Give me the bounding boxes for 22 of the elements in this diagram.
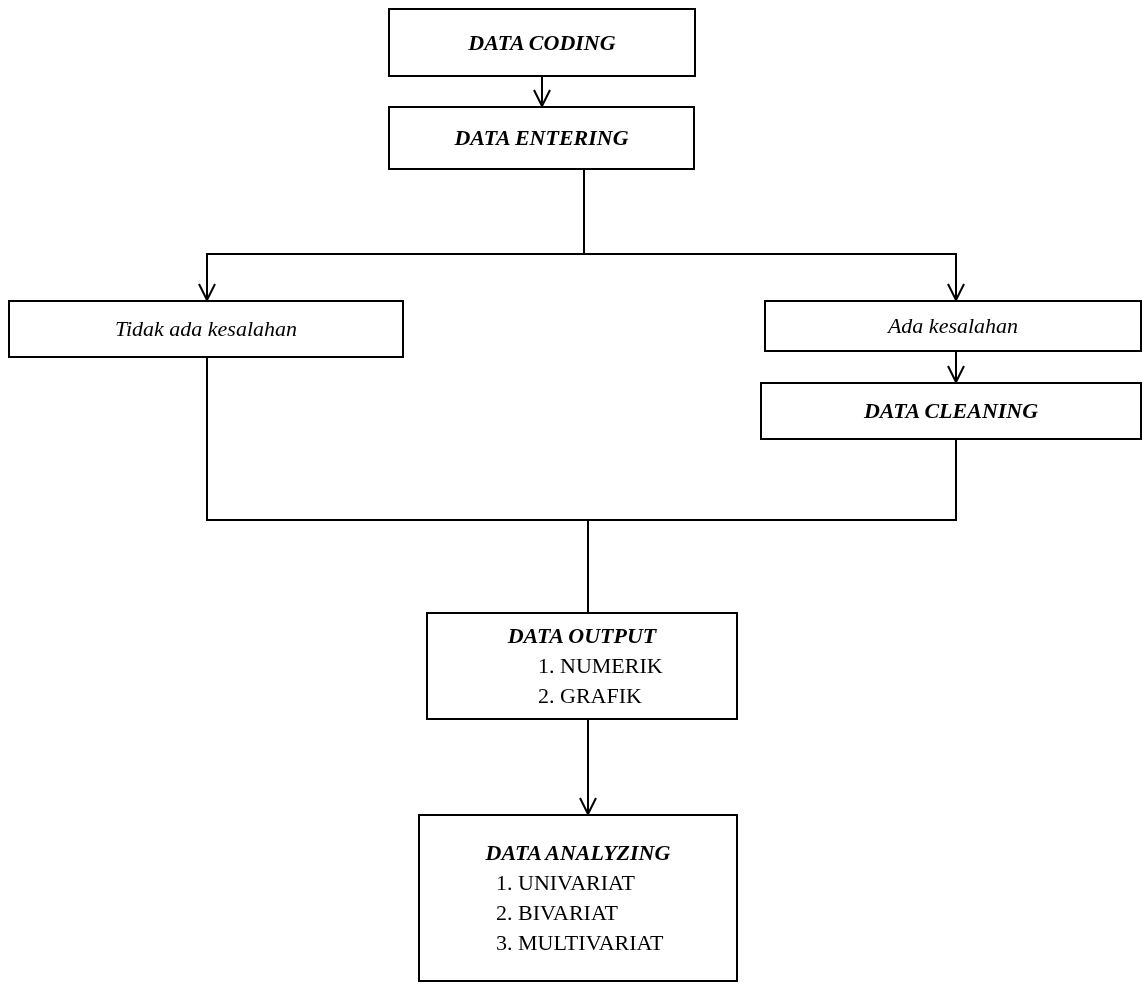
process-box <box>388 8 696 77</box>
box-title: DATA ENTERING <box>454 124 629 152</box>
box-title: DATA CLEANING <box>863 397 1039 425</box>
process-box <box>764 300 1142 352</box>
box-title: Ada kesalahan <box>887 312 1019 340</box>
arrow <box>533 76 551 107</box>
process-box <box>388 106 695 170</box>
box-title: DATA ANALYZING <box>485 839 671 867</box>
box-title: Tidak ada kesalahan <box>114 315 298 343</box>
list-item: 3. MULTIVARIAT <box>496 929 664 957</box>
list-item: 1. NUMERIK <box>538 652 663 680</box>
process-box <box>418 814 738 982</box>
list-item: 1. UNIVARIAT <box>496 869 635 897</box>
box-title: DATA CODING <box>468 28 616 57</box>
list-item: 2. BIVARIAT <box>496 899 618 927</box>
process-box <box>8 300 404 358</box>
list-item: 2. GRAFIK <box>538 682 642 710</box>
process-box <box>426 612 738 720</box>
arrow <box>947 351 965 383</box>
arrow <box>579 719 597 815</box>
process-box <box>760 382 1142 440</box>
box-title: DATA OUTPUT <box>507 622 657 650</box>
